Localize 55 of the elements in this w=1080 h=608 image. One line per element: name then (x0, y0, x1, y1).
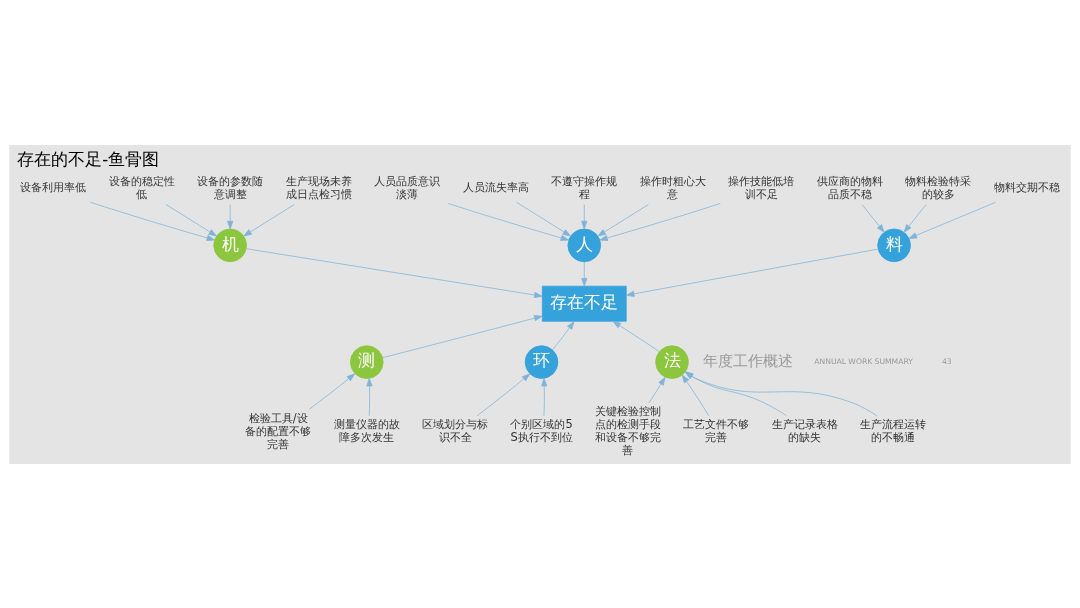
node-text: 操作时粗心大意 (639, 173, 706, 201)
node-text: 人员流失率高 (462, 179, 529, 194)
arrow (552, 320, 575, 350)
label: ANNUAL WORK SUMMARY (814, 356, 913, 366)
node-text: 不遵守操作规程 (551, 173, 618, 201)
label: 43 (941, 356, 952, 366)
arrow (861, 203, 885, 233)
arrow (581, 203, 588, 229)
arrow (243, 203, 295, 236)
node-circle: 人 (567, 228, 602, 262)
arrow (903, 203, 927, 233)
node-circle: 料 (877, 228, 911, 262)
arrow (309, 373, 356, 410)
node-text: 工艺文件不够完善 (683, 416, 750, 444)
node-circle: 法 (655, 344, 689, 379)
node-circle: 机 (213, 228, 247, 262)
node-text: 测量仪器的故障多次发生 (333, 416, 400, 444)
label: 年度工作概述 (703, 351, 794, 370)
node-text: 设备利用率低 (20, 179, 87, 194)
arrow (90, 201, 215, 241)
node-text: 物料交期不稳 (993, 179, 1060, 194)
arrow (516, 201, 571, 236)
arrow (447, 202, 570, 241)
arrow (581, 261, 588, 286)
arrow (648, 376, 666, 403)
node-text: 供应商的物料品质不稳 (816, 173, 883, 201)
node-text: 设备的稳定性低 (108, 173, 175, 201)
node-text: 操作技能低培训不足 (728, 173, 795, 201)
node-text: 关键检验控制点的检测手段和设备不够完善 (594, 403, 661, 457)
node-box: 存在不足 (541, 285, 627, 322)
node-text: 个别区域的5S执行不到位 (510, 416, 573, 444)
arrow (165, 203, 217, 236)
arrow (476, 373, 531, 416)
node-text: 人员品质意识淡薄 (374, 173, 441, 201)
arrow (245, 247, 543, 298)
diagram-title: 存在的不足-鱼骨图 (17, 148, 160, 169)
arrow (612, 320, 660, 352)
arrow (681, 374, 710, 416)
arrow (366, 377, 373, 416)
node-text: 区域划分与标识不全 (422, 416, 489, 444)
node-text: 生产记录表格的缺失 (771, 416, 838, 444)
node-circle: 环 (524, 344, 559, 379)
arrow (227, 203, 234, 229)
arrow (626, 248, 879, 297)
node-text: 设备的参数随意调整 (197, 173, 264, 201)
node-text: 生产流程运转的不畅通 (860, 416, 927, 444)
node-text: 物料检验特采的较多 (905, 173, 972, 201)
arrow (908, 201, 996, 239)
arrow (382, 314, 543, 358)
node-text: 检验工具/设备的配置不够完善 (245, 410, 312, 451)
arrow (597, 203, 649, 236)
node-text: 生产现场未养成日点检习惯 (285, 173, 352, 201)
arrow (541, 377, 548, 416)
arrow (599, 202, 721, 241)
node-circle: 测 (350, 344, 384, 379)
